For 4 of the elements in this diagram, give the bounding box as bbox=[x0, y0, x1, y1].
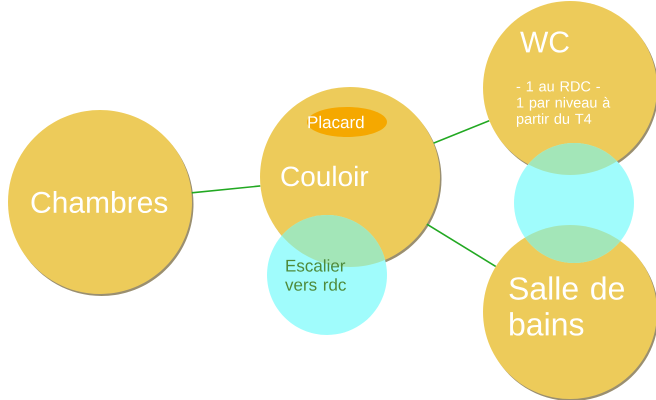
connector-line bbox=[433, 120, 490, 144]
connector-line bbox=[426, 224, 496, 268]
connector-line bbox=[192, 185, 260, 194]
stair-circle bbox=[514, 143, 634, 263]
